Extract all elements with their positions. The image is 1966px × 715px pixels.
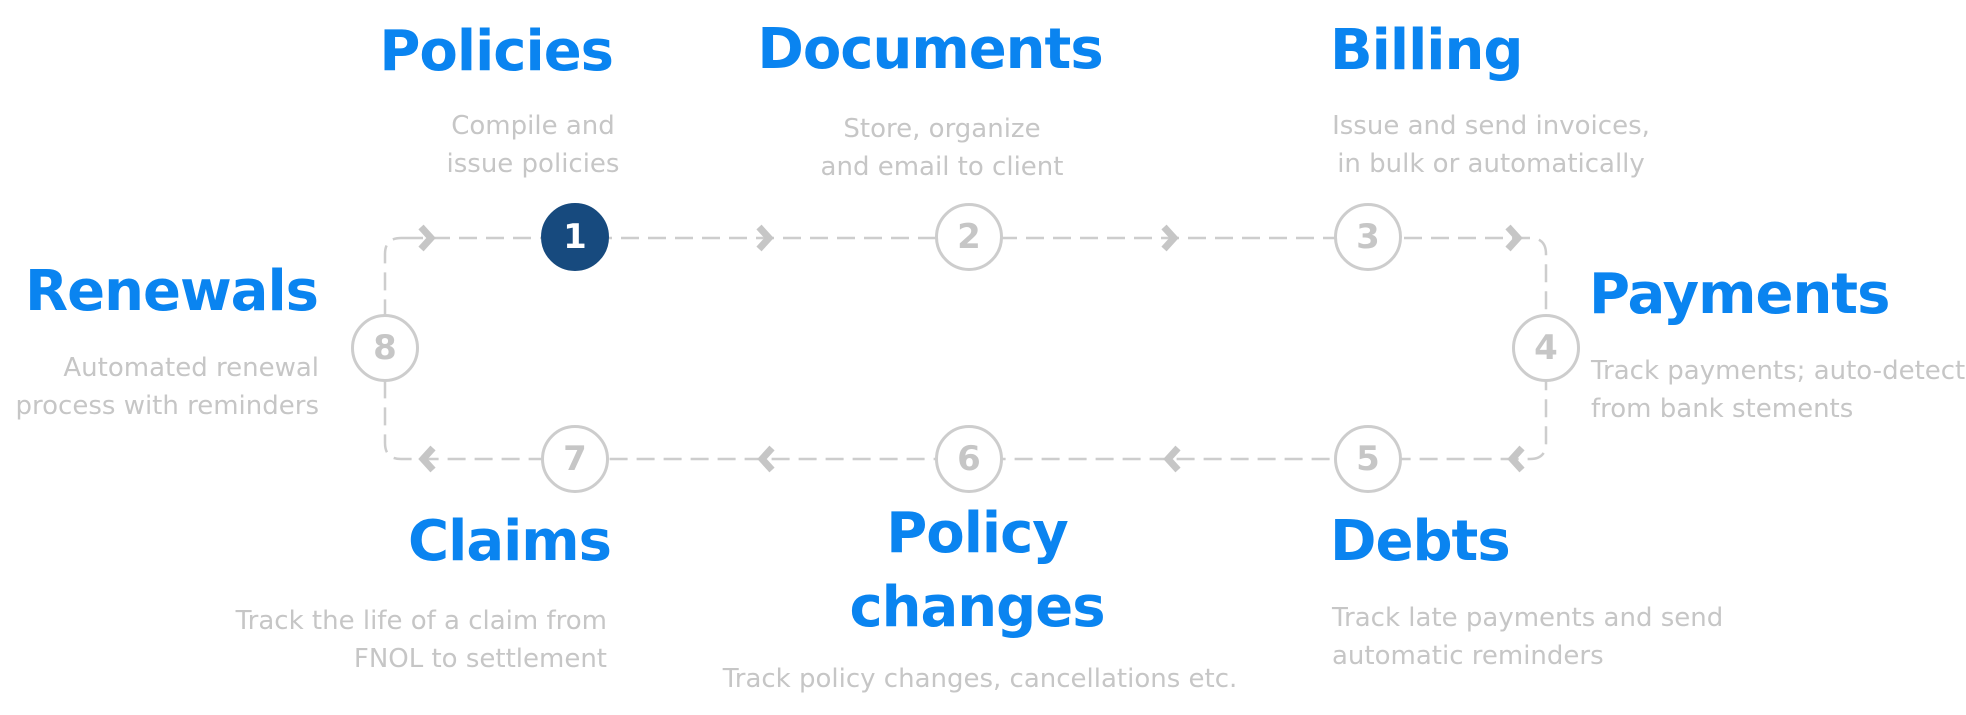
- step-title-payments: Payments: [1589, 262, 1890, 327]
- chevron-left-icon: [418, 445, 436, 473]
- step-desc-documents: Store, organize and email to client: [820, 114, 1064, 182]
- step-title-documents: Documents: [757, 17, 1103, 82]
- chevron-left-icon: [1507, 445, 1525, 473]
- chevron-right-icon: [1505, 224, 1523, 252]
- step-node-2[interactable]: 2: [935, 203, 1003, 271]
- chevron-right-icon: [1161, 224, 1179, 252]
- step-node-5[interactable]: 5: [1334, 425, 1402, 493]
- step-desc-billing: Issue and send invoices, in bulk or auto…: [1332, 111, 1650, 179]
- step-title-claims: Claims: [408, 509, 612, 574]
- step-desc-payments: Track payments; auto-detect from bank st…: [1591, 356, 1966, 424]
- step-title-policies: Policies: [379, 19, 614, 84]
- step-desc-policies: Compile and issue policies: [446, 111, 620, 179]
- step-title-policy-changes: Policy changes: [849, 501, 1105, 640]
- step-title-debts: Debts: [1330, 509, 1511, 574]
- chevron-right-icon: [756, 224, 774, 252]
- step-title-billing: Billing: [1330, 18, 1523, 83]
- step-desc-policy-changes: Track policy changes, cancellations etc.: [722, 664, 1238, 694]
- step-node-4[interactable]: 4: [1512, 314, 1580, 382]
- step-node-8[interactable]: 8: [351, 314, 419, 382]
- step-node-3[interactable]: 3: [1334, 203, 1402, 271]
- step-desc-claims: Track the life of a claim from FNOL to s…: [235, 606, 607, 674]
- step-node-7[interactable]: 7: [541, 425, 609, 493]
- chevron-left-icon: [1163, 445, 1181, 473]
- chevron-right-icon: [418, 224, 436, 252]
- step-node-6[interactable]: 6: [935, 425, 1003, 493]
- step-desc-debts: Track late payments and send automatic r…: [1332, 603, 1724, 671]
- step-desc-renewals: Automated renewal process with reminders: [15, 353, 319, 421]
- step-title-renewals: Renewals: [25, 259, 319, 324]
- step-node-1[interactable]: 1: [541, 203, 609, 271]
- chevron-left-icon: [757, 445, 775, 473]
